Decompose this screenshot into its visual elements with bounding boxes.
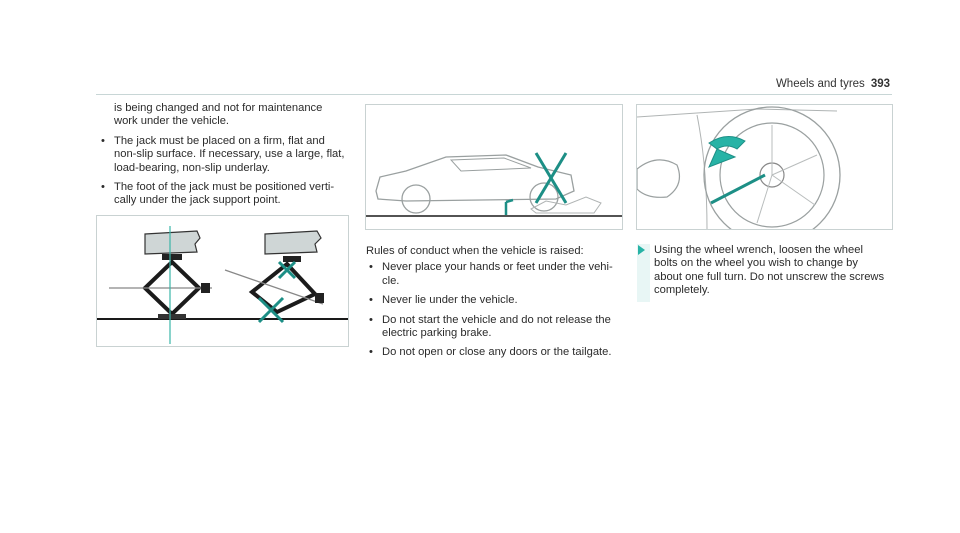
section-title: Wheels and tyres — [775, 78, 865, 90]
column-1: is being changed and not for maintenance… — [101, 102, 345, 214]
bullet-icon: • — [369, 261, 373, 274]
instruction-text: Using the wheel wrench, loosen the wheel… — [654, 244, 885, 297]
instruction-marker-bar — [637, 244, 650, 302]
cross-mark-icon — [257, 296, 285, 324]
cross-mark-icon — [534, 152, 568, 204]
page-header: Wheels and tyres 393 — [776, 78, 890, 90]
rules-intro: Rules of conduct when the vehicle is rai… — [366, 245, 584, 257]
column-2: Rules of conduct when the vehicle is rai… — [366, 245, 622, 366]
continuation-text: is being changed and not for maintenance… — [114, 102, 323, 128]
raised-vehicle-illustration — [365, 104, 623, 230]
cross-mark-icon — [277, 260, 297, 280]
bullet-list: •Never place your hands or feet under th… — [366, 261, 622, 359]
list-item: •The foot of the jack must be positioned… — [101, 181, 335, 207]
bullet-icon: • — [369, 313, 373, 326]
bullet-list: •The jack must be placed on a firm, flat… — [101, 135, 345, 208]
arrow-right-icon — [638, 245, 645, 255]
list-item: •Never lie under the vehicle. — [369, 294, 518, 307]
list-item: •The jack must be placed on a firm, flat… — [101, 134, 345, 174]
wheel-wrench-illustration — [636, 104, 893, 230]
bullet-icon: • — [369, 346, 373, 359]
list-item: •Never place your hands or feet under th… — [369, 261, 613, 287]
bullet-icon: • — [101, 181, 105, 194]
header-rule — [96, 94, 892, 95]
list-item: •Do not open or close any doors or the t… — [369, 346, 612, 359]
instruction-step: Using the wheel wrench, loosen the wheel… — [638, 244, 886, 298]
jack-position-illustration — [96, 215, 349, 347]
page-number: 393 — [870, 78, 890, 90]
list-item: •Do not start the vehicle and do not rel… — [369, 313, 611, 340]
bullet-icon: • — [369, 294, 373, 307]
bullet-icon: • — [101, 134, 105, 147]
